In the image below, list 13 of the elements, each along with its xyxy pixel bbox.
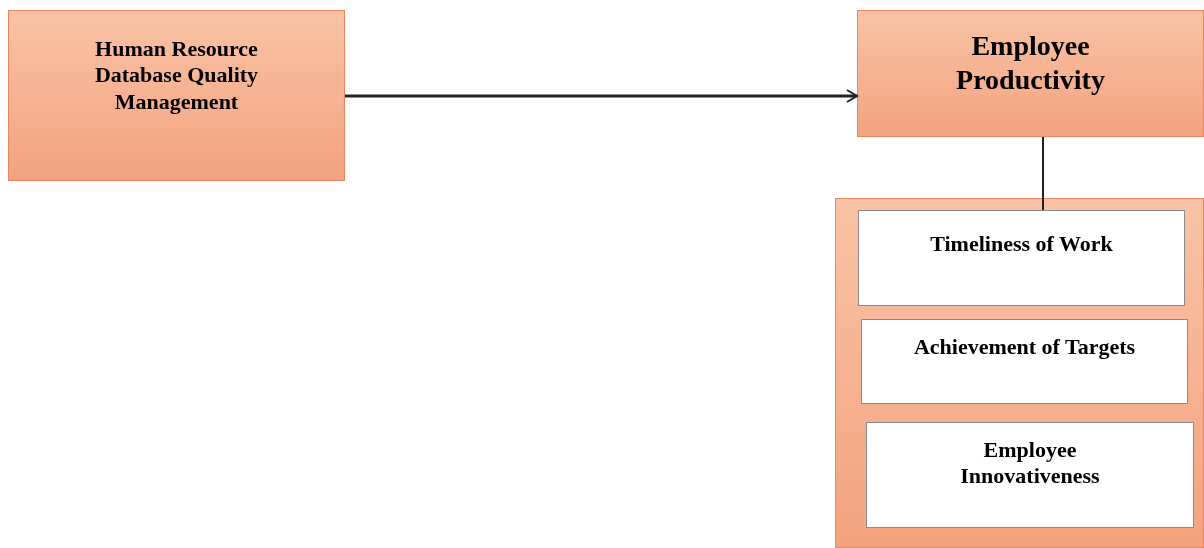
box-label: Timeliness of Work bbox=[929, 231, 1114, 258]
box-label: Achievement of Targets bbox=[912, 334, 1137, 361]
connector-line bbox=[1042, 136, 1044, 211]
box-label: Employee Innovativeness bbox=[959, 437, 1101, 490]
box-label: Employee Productivity bbox=[955, 29, 1106, 97]
box-label: Human Resource Database Quality Management bbox=[93, 36, 260, 116]
group-panel bbox=[835, 198, 1204, 548]
indicator-box bbox=[866, 422, 1194, 528]
arrow bbox=[345, 89, 858, 103]
indicator-box bbox=[861, 319, 1188, 404]
process-box bbox=[857, 10, 1204, 137]
process-box bbox=[8, 10, 345, 181]
indicator-box bbox=[858, 210, 1185, 306]
